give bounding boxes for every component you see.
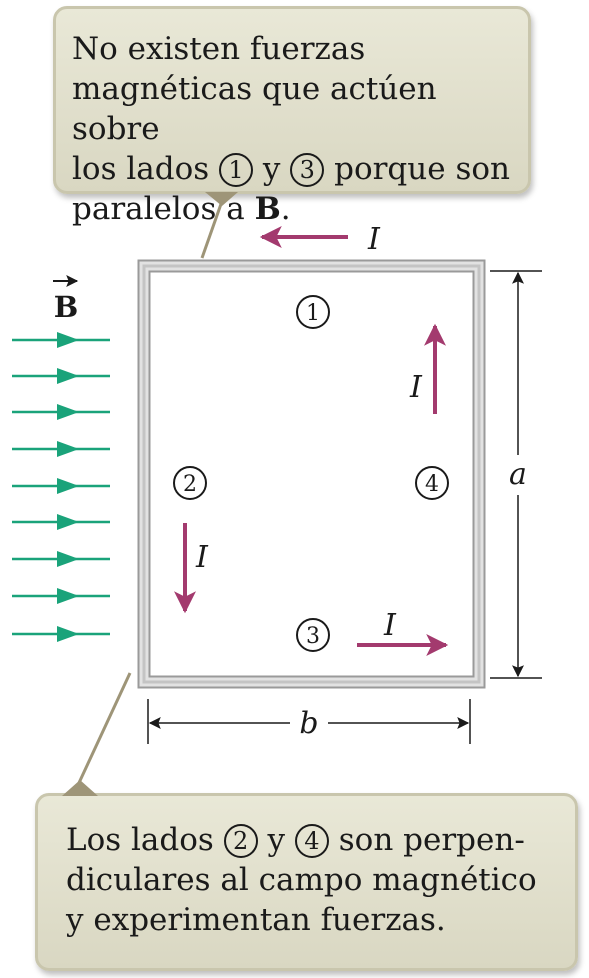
field-arrowhead-5 [57,478,79,494]
callout-top-line-b: porque son paralelos a [72,151,510,227]
callout-top-line-a: No existen fuerzas magnéticas que actúen… [72,31,437,187]
callout-top-conj: y [253,151,291,187]
callout-field-symbol: B [254,191,281,227]
side-label-4-text: 4 [425,472,439,497]
side-label-3: 3 [296,618,330,652]
side-2-circle-ref: 2 [223,824,258,858]
field-arrowhead-3 [57,404,79,420]
current-arrows: I I I I [174,222,449,656]
side-label-2-text: 2 [183,472,197,497]
side-label-1: 1 [296,295,330,329]
callout-bottom-conj: y [257,822,295,858]
callout-top: No existen fuerzas magnéticas que actúen… [53,6,531,227]
field-arrowhead-8 [57,588,79,604]
dim-a-label: a [509,457,527,492]
field-arrowhead-2 [57,368,79,384]
field-label-group: B [53,275,79,324]
current-label-right: I [409,370,423,405]
field-arrowhead-6 [57,514,79,530]
side-4-circle-ref: 4 [294,824,329,858]
current-label-bottom: I [383,608,397,643]
side-label-2: 2 [173,466,207,500]
loop-core [142,264,481,684]
callout-bottom-line-a: Los lados [66,822,224,858]
side-label-4: 4 [415,466,449,500]
current-label-left: I [195,540,209,575]
callout-top-text: No existen fuerzas magnéticas que actúen… [72,29,514,229]
dimension-a: a [490,270,542,679]
dimension-b: b [147,699,471,744]
magnetic-field-arrows [12,332,110,642]
top-pointer-tip [205,192,238,206]
callout-top-period: . [280,191,291,227]
bottom-pointer-tip [62,780,98,796]
side-1-circle-ref: 1 [219,153,254,187]
callout-pointers [62,192,238,796]
callout-bottom-line-b: son perpen- diculares al campo magnético… [66,822,537,938]
callout-bottom-text: Los lados 2 y 4 son perpen- diculares al… [66,820,561,940]
field-arrowhead-4 [57,441,79,457]
field-arrowhead-1 [57,332,79,348]
dim-b-label: b [299,706,318,741]
field-arrowhead-9 [57,626,79,642]
field-label: B [54,290,79,324]
bottom-pointer-line [76,672,132,786]
callout-bottom: Los lados 2 y 4 son perpen- diculares al… [35,793,578,971]
current-label-top: I [367,222,381,257]
field-arrowhead-7 [57,551,79,567]
wire-loop [137,259,486,689]
side-label-3-text: 3 [306,624,320,649]
side-label-1-text: 1 [306,301,320,326]
side-3-circle-ref: 3 [290,153,325,187]
top-pointer-line [200,203,223,259]
side-labels: 1 2 3 4 [173,295,449,652]
